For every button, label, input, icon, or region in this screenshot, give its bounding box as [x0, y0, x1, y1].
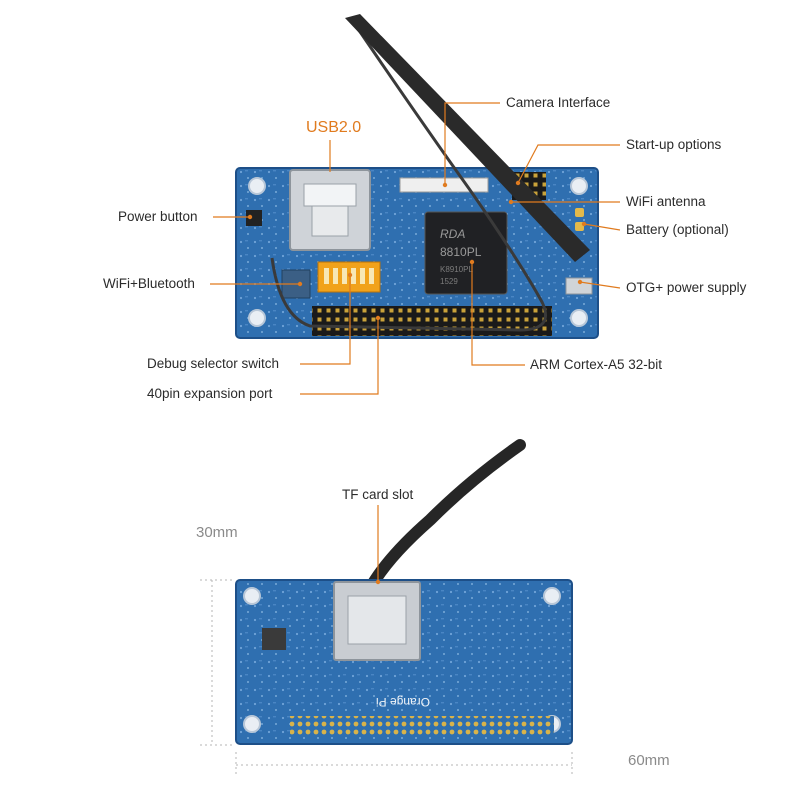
- bottom-pin-row: [290, 716, 554, 736]
- label-startup-options: Start-up options: [626, 137, 722, 152]
- label-40pin: 40pin expansion port: [147, 386, 273, 401]
- mounting-hole: [543, 587, 561, 605]
- dimension-lines: [200, 579, 573, 775]
- power-button-switch: [246, 210, 262, 226]
- dimension-width: 60mm: [628, 752, 670, 769]
- inductor: [262, 628, 286, 650]
- soc-chip: [424, 211, 508, 295]
- otg-port: [565, 277, 593, 295]
- mounting-hole: [248, 177, 266, 195]
- mounting-hole: [570, 309, 588, 327]
- silkscreen-text: Orange Pi: [376, 695, 430, 709]
- top-board: RDA 8810PL K8910PL 1529: [235, 14, 599, 339]
- label-battery: Battery (optional): [626, 222, 729, 237]
- label-debug-switch: Debug selector switch: [147, 356, 280, 371]
- antenna-cable: [270, 19, 547, 332]
- label-wifi-antenna: WiFi antenna: [626, 194, 706, 209]
- dimension-height: 30mm: [196, 524, 238, 541]
- mounting-hole: [243, 715, 261, 733]
- label-usb: USB2.0: [306, 119, 362, 136]
- chip-date: 1529: [440, 277, 458, 286]
- mounting-hole: [243, 587, 261, 605]
- bottom-pcb: [235, 579, 573, 745]
- bottom-antenna-cable: [366, 439, 526, 591]
- bottom-leaders: [375, 505, 381, 585]
- chip-code: K8910PL: [440, 265, 473, 274]
- label-tf-card-slot: TF card slot: [342, 487, 414, 502]
- bottom-board: Orange Pi: [235, 439, 573, 745]
- label-power-button: Power button: [118, 209, 198, 224]
- label-camera-interface: Camera Interface: [506, 95, 611, 110]
- chip-model: 8810PL: [440, 245, 482, 259]
- antenna-body: [345, 14, 590, 262]
- label-otg-power: OTG+ power supply: [626, 280, 747, 295]
- chip-brand: RDA: [440, 227, 465, 241]
- battery-pad: [575, 208, 584, 217]
- mounting-hole: [248, 309, 266, 327]
- battery-pad: [575, 222, 584, 231]
- top-leaders: [210, 102, 621, 395]
- mounting-hole: [570, 177, 588, 195]
- gpio-40pin-header: [312, 306, 552, 336]
- label-arm-cortex: ARM Cortex-A5 32-bit: [530, 357, 663, 372]
- label-wifi-bluetooth: WiFi+Bluetooth: [103, 276, 195, 291]
